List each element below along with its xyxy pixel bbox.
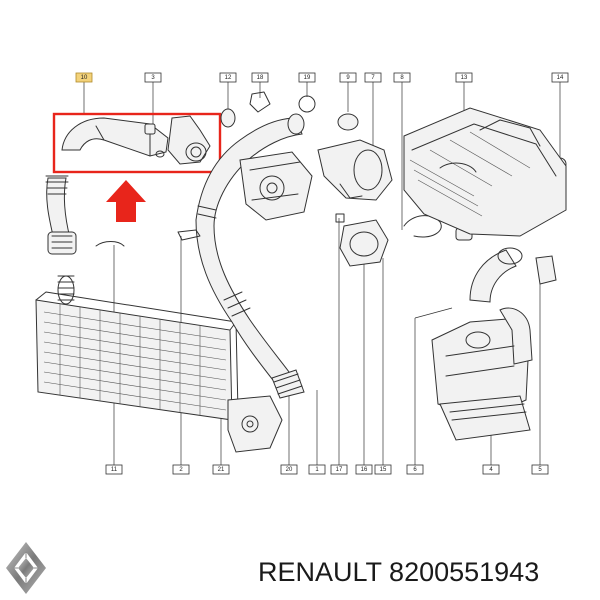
throttle-body-part (239, 151, 313, 221)
callout-11: 11 (105, 464, 123, 475)
product-caption: RENAULT 8200551943 (258, 552, 598, 592)
svg-text:18: 18 (257, 75, 264, 81)
callout-9: 9 (339, 72, 357, 83)
callout-16: 16 (355, 464, 373, 475)
callout-17: 17 (330, 464, 348, 475)
callout-2: 2 (172, 464, 190, 475)
highlight-box (52, 112, 222, 174)
callout-8: 8 (393, 72, 411, 83)
svg-text:10: 10 (81, 75, 88, 81)
callout-4: 4 (482, 464, 500, 475)
svg-text:3: 3 (151, 75, 155, 81)
callout-13: 13 (455, 72, 473, 83)
svg-text:21: 21 (218, 467, 225, 473)
svg-text:7: 7 (371, 75, 375, 81)
callout-3: 3 (144, 72, 162, 83)
brand-name: RENAULT (258, 557, 382, 587)
svg-text:19: 19 (304, 75, 311, 81)
svg-text:14: 14 (557, 75, 564, 81)
svg-text:1: 1 (315, 467, 319, 473)
callout-14: 14 (551, 72, 569, 83)
renault-diamond-logo (6, 542, 46, 594)
air-intake-part (317, 139, 393, 267)
turbo-pipe-part (431, 247, 557, 441)
engine-part (403, 107, 567, 237)
svg-text:8: 8 (400, 75, 404, 81)
svg-text:9: 9 (346, 75, 350, 81)
svg-text:13: 13 (461, 75, 468, 81)
callout-21: 21 (212, 464, 230, 475)
callout-19: 19 (298, 72, 316, 83)
callout-15: 15 (374, 464, 392, 475)
callout-6: 6 (406, 464, 424, 475)
svg-text:20: 20 (286, 467, 293, 473)
svg-text:6: 6 (413, 467, 417, 473)
callout-1: 1 (308, 464, 326, 475)
callout-5: 5 (531, 464, 549, 475)
svg-text:5: 5 (538, 467, 542, 473)
callout-20: 20 (280, 464, 298, 475)
left-hose-part (45, 175, 125, 305)
center-hose-part (195, 113, 305, 399)
callout-10: 10 (75, 72, 93, 83)
svg-text:16: 16 (361, 467, 368, 473)
up-arrow-icon (106, 180, 146, 222)
callout-7: 7 (364, 72, 382, 83)
intercooler-part (35, 291, 283, 453)
svg-text:2: 2 (179, 467, 183, 473)
part-number: 8200551943 (389, 557, 540, 587)
callout-12: 12 (219, 72, 237, 83)
svg-text:4: 4 (489, 467, 493, 473)
svg-text:17: 17 (336, 467, 343, 473)
svg-text:11: 11 (111, 467, 118, 473)
svg-text:15: 15 (380, 467, 387, 473)
intercooler-hose-part (61, 115, 211, 165)
svg-text:12: 12 (225, 75, 232, 81)
callout-18: 18 (251, 72, 269, 83)
